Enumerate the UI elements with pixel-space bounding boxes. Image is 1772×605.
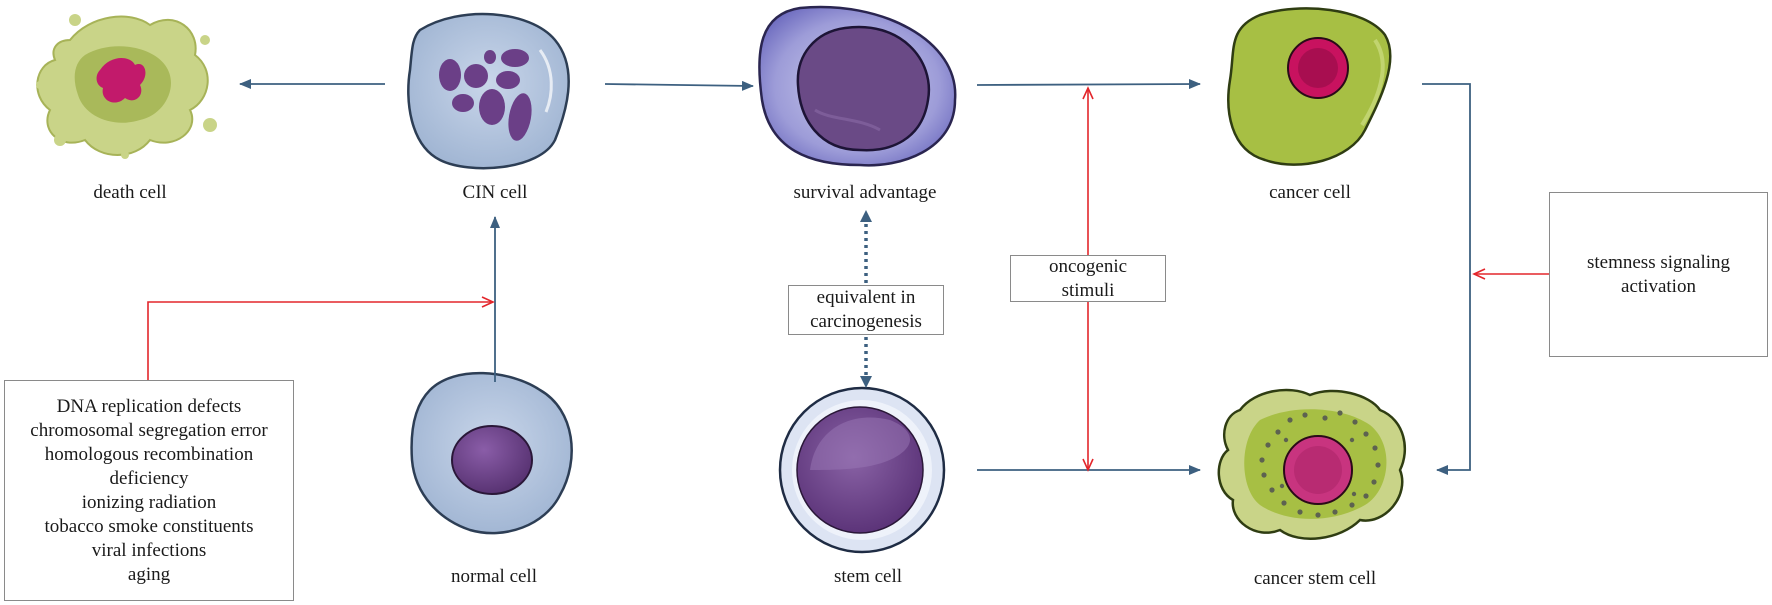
label-cin-cell: CIN cell: [462, 182, 528, 203]
causes-line: homologous recombination: [44, 443, 254, 465]
cin-cell-illustration: [407, 12, 570, 170]
label-stem-cell: stem cell: [833, 566, 903, 587]
label-cancer-stem-cell: cancer stem cell: [1253, 568, 1377, 589]
stemness-line: stemness signaling: [1586, 251, 1731, 273]
stemness-line: activation: [1621, 275, 1696, 297]
stemness-signaling-box: stemness signaling activation: [1549, 192, 1768, 357]
label-death-cell: death cell: [93, 182, 167, 203]
label-normal-cell: normal cell: [451, 566, 537, 587]
dotted-arrowhead-up: [860, 210, 872, 222]
survival-advantage-illustration: [758, 5, 957, 167]
label-survival-advantage: survival advantage: [793, 182, 937, 203]
causes-line: deficiency: [109, 467, 189, 489]
red-arrow-causes-to-cin: [147, 296, 495, 380]
oncogenic-line: stimuli: [1061, 279, 1115, 301]
arrow-cancer-to-cancer-stem: [1422, 83, 1471, 475]
causes-line: DNA replication defects: [56, 395, 242, 417]
dotted-arrowhead-down: [860, 376, 872, 388]
causes-line: tobacco smoke constituents: [44, 515, 254, 537]
label-cancer-cell: cancer cell: [1269, 182, 1351, 203]
arrow-cin-to-survival: [604, 80, 754, 91]
normal-cell-illustration: [410, 371, 573, 535]
oncogenic-line: oncogenic: [1048, 255, 1128, 277]
equivalent-line: carcinogenesis: [810, 311, 922, 332]
cancer-cell-illustration: [1227, 7, 1392, 166]
death-cell-illustration: [36, 14, 217, 159]
causes-line: ionizing radiation: [81, 491, 217, 513]
causes-line: aging: [127, 563, 171, 585]
stem-cell-illustration: [778, 386, 946, 554]
causes-line: viral infections: [91, 539, 207, 561]
equivalent-in-carcinogenesis-box: equivalent in carcinogenesis: [788, 285, 944, 335]
arrow-survival-to-cancer: [976, 79, 1201, 90]
oncogenic-stimuli-box: oncogenic stimuli: [1010, 255, 1166, 302]
equivalent-line: equivalent in: [816, 287, 916, 308]
cancer-stem-cell-illustration: [1217, 388, 1407, 540]
causes-box: DNA replication defects chromosomal segr…: [4, 380, 294, 601]
causes-line: chromosomal segregation error: [30, 419, 268, 441]
